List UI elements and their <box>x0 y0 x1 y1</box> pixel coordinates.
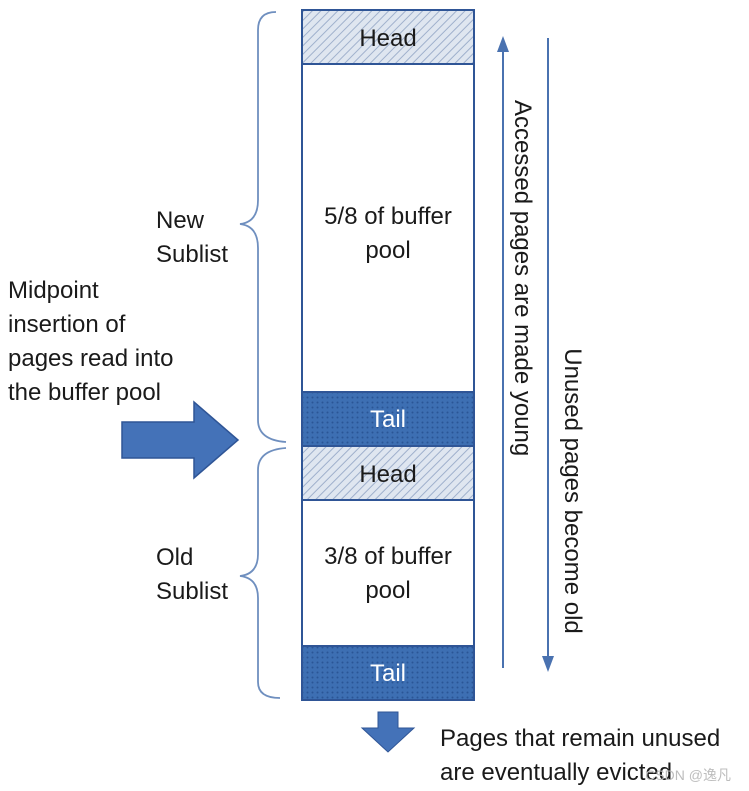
old-tail-label: Tail <box>370 660 406 687</box>
insertion-arrow <box>121 400 240 480</box>
evicted-line-1: Pages that remain unused <box>440 725 721 752</box>
eviction-arrow <box>360 711 416 753</box>
midpoint-line-1: Midpoint <box>8 277 99 304</box>
new-head-segment <box>301 9 475 65</box>
old-sublist-line-1: Old <box>156 544 194 571</box>
midpoint-line-2: insertion of <box>8 311 126 338</box>
new-body-segment <box>301 63 475 393</box>
buffer-pool-column: Head 5/8 of buffer pool Tail Head 3/8 of… <box>301 9 475 701</box>
old-body-segment <box>301 499 475 647</box>
old-arrow-head <box>542 656 554 672</box>
new-body-label-2: pool <box>365 237 410 264</box>
new-sublist-line-2: Sublist <box>156 241 229 268</box>
old-sublist-brace <box>239 447 287 699</box>
accessed-young-label: Accessed pages are made young <box>509 100 536 457</box>
old-body-label-2: pool <box>365 577 410 604</box>
old-sublist-label: Old Sublist <box>156 541 228 609</box>
young-arrow-head <box>497 36 509 52</box>
unused-old-label: Unused pages become old <box>559 348 586 634</box>
old-tail-segment <box>301 645 475 701</box>
new-sublist-brace <box>239 11 287 443</box>
old-body-label-1: 3/8 of buffer <box>324 543 452 570</box>
old-head-segment <box>301 445 475 501</box>
old-sublist-line-2: Sublist <box>156 578 229 605</box>
evicted-line-2: are eventually evicted <box>440 759 673 786</box>
watermark: CSDN @逸凡 <box>645 767 731 783</box>
new-sublist-label: New Sublist <box>156 204 228 272</box>
new-body-label-1: 5/8 of buffer <box>324 203 452 230</box>
new-tail-label: Tail <box>370 406 406 433</box>
evicted-label: Pages that remain unused are eventually … <box>440 722 720 790</box>
midpoint-line-4: the buffer pool <box>8 379 162 406</box>
new-sublist-line-1: New <box>156 207 205 234</box>
old-head-label: Head <box>359 461 416 488</box>
midpoint-line-3: pages read into <box>8 345 174 372</box>
new-head-label: Head <box>359 25 416 52</box>
midpoint-label: Midpoint insertion of pages read into th… <box>8 274 173 410</box>
